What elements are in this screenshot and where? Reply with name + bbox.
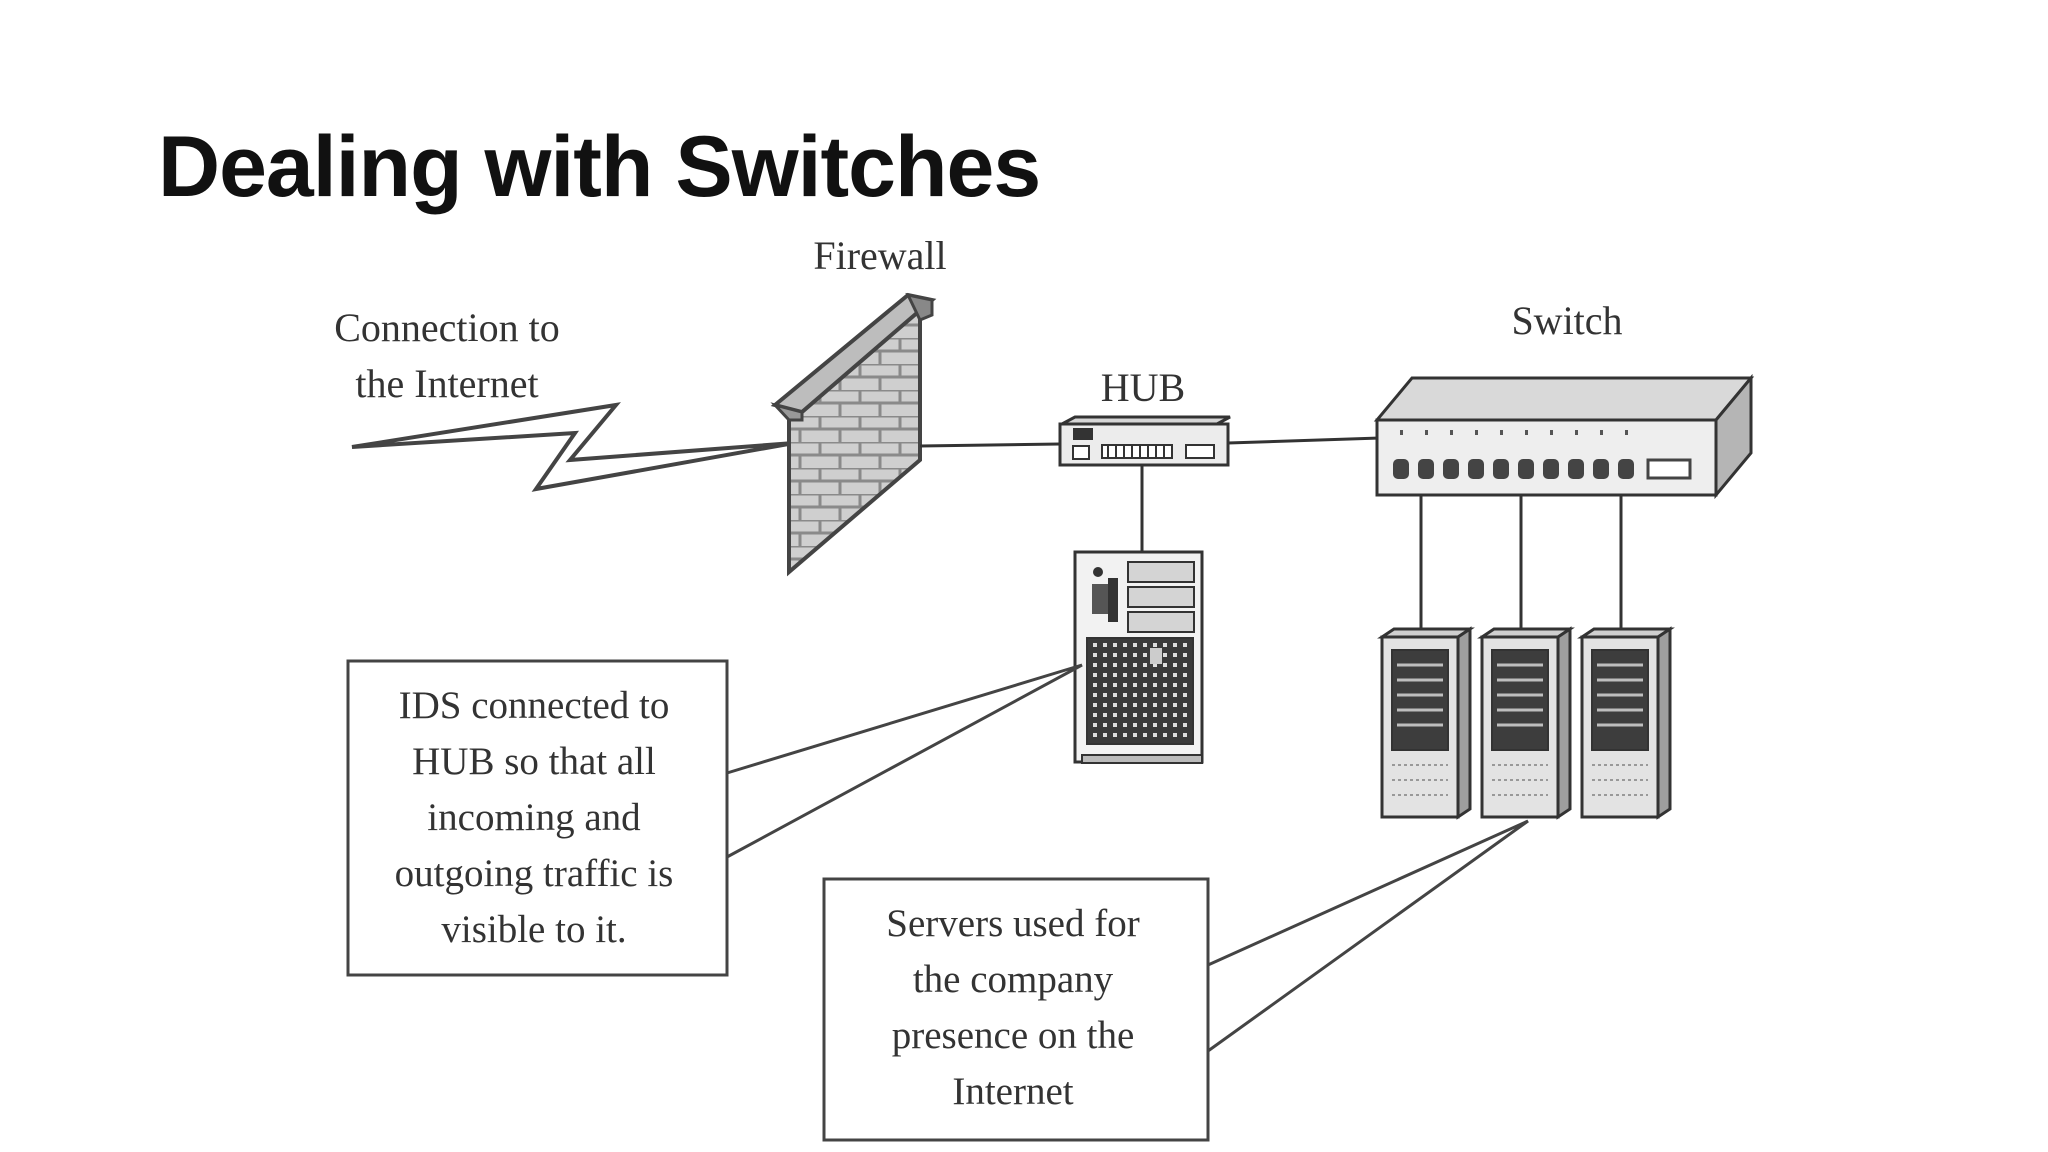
ids-callout-line3: incoming and [427,796,641,839]
ids-callout-line1: IDS connected to [399,684,670,727]
hub-label: HUB [1101,365,1185,410]
connection-lines [919,436,1623,629]
internet-lightning-icon [351,402,795,492]
server-icon [1477,626,1575,820]
servers-callout-line1: Servers used for [886,902,1139,945]
server-icon [1577,626,1675,820]
internet-label-line2: the Internet [355,361,538,406]
ids-callout-line5: visible to it. [441,908,626,951]
switch-label: Switch [1511,298,1622,343]
firewall-label: Firewall [813,233,946,278]
ids-callout-line2: HUB so that all [412,740,656,783]
firewall-icon [770,292,937,577]
servers-callout-line3: presence on the [892,1014,1135,1057]
servers-callout: Servers used for the company presence on… [822,819,1529,1142]
slide-title: Dealing with Switches [158,119,1041,215]
switch-icon [1373,373,1755,500]
ids-callout: IDS connected to HUB so that all incomin… [346,659,1083,977]
internet-label-line1: Connection to [334,305,560,350]
ids-callout-line4: outgoing traffic is [395,852,674,895]
server-icon [1377,626,1475,820]
ids-server-icon [1073,550,1204,764]
servers-callout-line4: Internet [952,1070,1073,1113]
hub-icon [1058,415,1231,467]
servers-callout-line2: the company [913,958,1114,1001]
